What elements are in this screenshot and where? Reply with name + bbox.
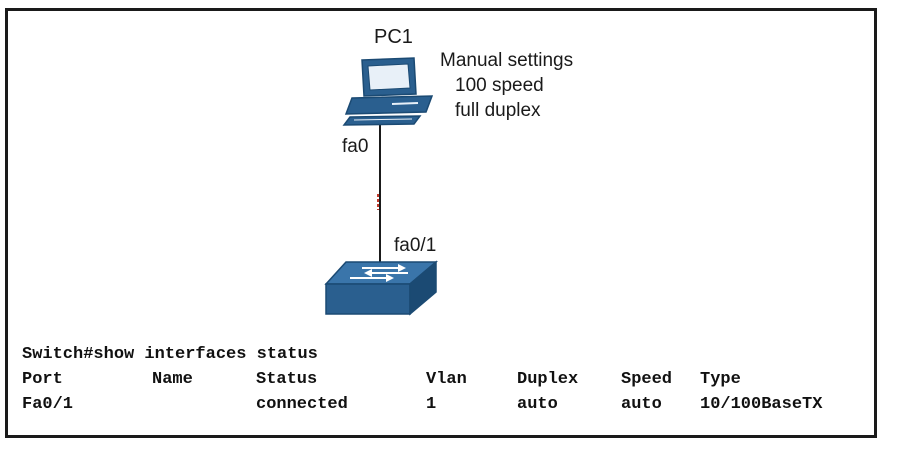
cli-row-type: 10/100BaseTX: [700, 395, 823, 414]
pc-port-label: fa0: [342, 136, 369, 157]
cli-command: Switch#show interfaces status: [22, 345, 318, 364]
cli-header-status: Status: [256, 370, 318, 389]
cli-header-duplex: Duplex: [517, 370, 579, 389]
switch-port-label: fa0/1: [394, 235, 437, 256]
cli-row-status: connected: [256, 395, 348, 414]
pc-icon: [342, 57, 434, 126]
cli-header-speed: Speed: [621, 370, 673, 389]
cli-header-type: Type: [700, 370, 741, 389]
pc-note-line-2: 100 speed: [455, 75, 544, 96]
diagram-frame: [5, 8, 877, 438]
cli-row-vlan: 1: [426, 395, 437, 414]
cli-row-speed: auto: [621, 395, 662, 414]
cli-header-port: Port: [22, 370, 63, 389]
pc-note-line-3: full duplex: [455, 100, 541, 121]
cli-row-port: Fa0/1: [22, 395, 74, 414]
switch-icon: [324, 260, 439, 316]
cli-header-vlan: Vlan: [426, 370, 467, 389]
pc-note-line-1: Manual settings: [440, 50, 574, 71]
cli-header-name: Name: [152, 370, 193, 389]
pc-name-label: PC1: [374, 26, 413, 48]
cli-row-duplex: auto: [517, 395, 558, 414]
